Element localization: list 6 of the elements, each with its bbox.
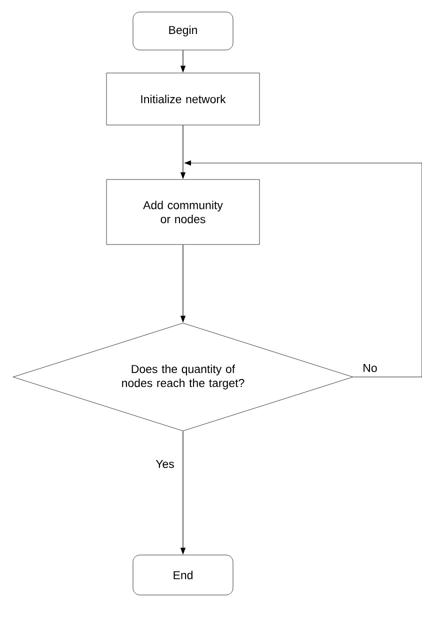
edge-label: No bbox=[362, 363, 378, 374]
process-box: Add community or nodes bbox=[106, 179, 260, 245]
terminal-box: End bbox=[132, 554, 234, 596]
terminal-box: Begin bbox=[132, 12, 234, 50]
edge-label: Yes bbox=[154, 459, 176, 470]
process-box: Initialize network bbox=[106, 72, 260, 126]
